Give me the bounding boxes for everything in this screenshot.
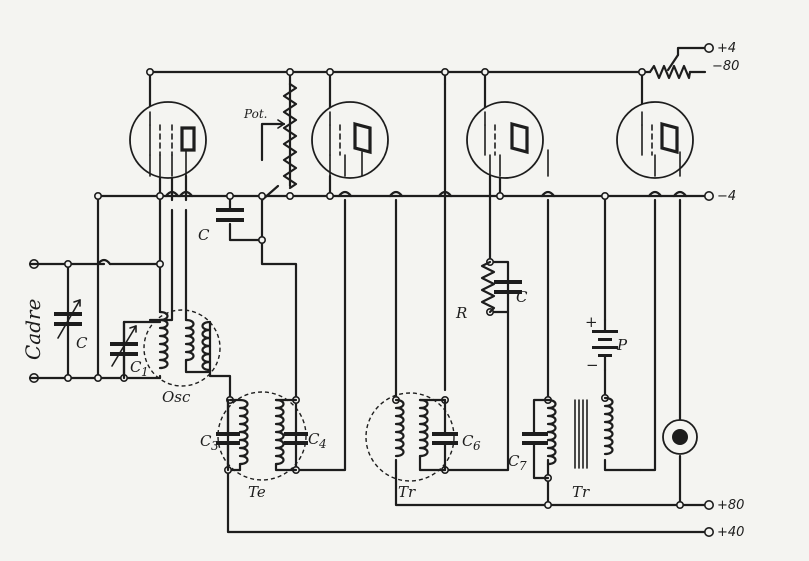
te-transformer: [216, 391, 308, 481]
label-te: Te: [248, 483, 266, 501]
label-c-frame: C: [76, 334, 88, 352]
heater-rheostat: [648, 64, 692, 80]
label-pot: Pot.: [243, 107, 267, 121]
rc-network: [480, 260, 522, 314]
terminal-plus80: [703, 499, 714, 510]
oscillator-coil: [143, 309, 221, 387]
label-p: P: [616, 336, 628, 354]
frame-variable-capacitor: [54, 299, 82, 339]
terminal-label-minus80: −80: [712, 59, 739, 74]
label-c4: C: [308, 430, 320, 448]
label-tr1: Tr: [398, 483, 416, 501]
labels: Cadre C C 1 Osc C Pot. C 3 C 4 Te R C C …: [21, 107, 628, 501]
grid-capacitor: [216, 208, 244, 222]
terminal-plus40: [703, 526, 714, 537]
label-c7: C: [508, 452, 520, 470]
label-c-grid: C: [198, 226, 210, 244]
wire-crossings: [96, 190, 688, 266]
terminal-label-plus80: +80: [717, 498, 744, 513]
label-c6-sub: 6: [473, 439, 481, 453]
tube-4: [616, 101, 694, 179]
terminal-labels: +4 −80 −4 +80 +40: [712, 41, 744, 540]
terminal-minus4: [703, 191, 714, 202]
terminal-plus4: [703, 42, 714, 53]
potentiometer: [261, 82, 298, 190]
label-cadre: Cadre: [21, 299, 45, 360]
tr-transformer-2: [522, 396, 614, 480]
label-c7-sub: 7: [519, 459, 527, 473]
terminal-label-plus40: +40: [717, 525, 744, 540]
label-c4-sub: 4: [318, 437, 327, 451]
label-c6: C: [462, 432, 474, 450]
label-c1: C: [130, 358, 142, 376]
label-tr2: Tr: [572, 483, 590, 501]
label-c3-sub: 3: [211, 439, 219, 453]
label-c1-sub: 1: [141, 365, 149, 379]
tube-1: [129, 101, 207, 179]
terminal-label-minus4: −4: [717, 189, 736, 204]
label-c-rc: C: [516, 288, 528, 306]
terminals: [28, 42, 714, 537]
label-r: R: [455, 304, 467, 322]
tube-3: [466, 101, 549, 179]
terminal-label-plus4: +4: [717, 41, 736, 56]
c1-variable-capacitor: [110, 320, 138, 380]
label-c3: C: [200, 432, 212, 450]
battery-p: [592, 318, 618, 372]
speaker-icon: [662, 419, 698, 455]
label-p-plus: +: [585, 313, 598, 331]
label-p-minus: −: [586, 356, 599, 374]
label-osc: Osc: [162, 388, 191, 406]
tube-2: [311, 101, 389, 179]
tr-transformer-1: [365, 392, 458, 482]
